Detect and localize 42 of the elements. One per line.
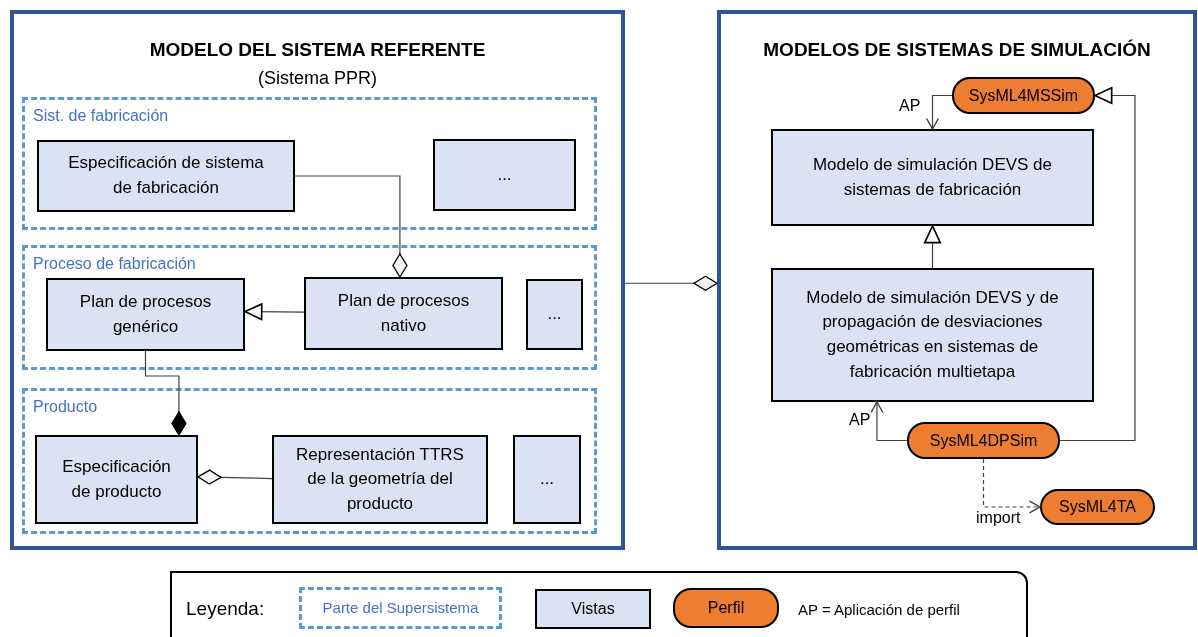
view-box: Representación TTRS de la geometría del producto (272, 435, 488, 524)
group-heading: Sist. de fabricación (33, 106, 169, 126)
view-box: Especificación de producto (35, 435, 198, 524)
dashed-group (22, 97, 597, 230)
connector (244, 303, 305, 321)
connector (870, 401, 908, 442)
profile-pill: SysML4MSSim (952, 77, 1095, 114)
view-box: Modelo de simulación DEVS y de propagación de desviaciones geométricas en sistemas de fabricación multietapa (771, 268, 1094, 402)
connector (624, 275, 718, 291)
legend-note: AP = Aplicación de perfil (798, 600, 960, 620)
panel-title: MODELOS DE SISTEMAS DE SIMULACIÓN (763, 38, 1151, 62)
view-box: Plan de procesos genérico (46, 278, 245, 351)
legend-title: Leyenda: (186, 597, 265, 621)
system-panel (717, 10, 1197, 550)
view-box: Especificación de sistema de fabricación (37, 140, 295, 212)
view-box: Plan de procesos nativo (304, 277, 503, 350)
dashed-group (22, 388, 597, 534)
dashed-arrow (982, 458, 1041, 514)
profile-pill: SysML4DPSim (907, 422, 1060, 459)
profile-pill: SysML4TA (1040, 489, 1155, 525)
connector (925, 94, 953, 130)
group-heading: Producto (33, 397, 98, 417)
connector (923, 225, 942, 269)
group-heading: Proceso de fabricación (33, 254, 196, 274)
view-box: Modelo de simulación DEVS de sistemas de fabricación (771, 129, 1094, 226)
legend-text: Vistas (571, 599, 615, 619)
view-box: ... (526, 279, 583, 350)
connector (294, 175, 408, 278)
edge-label: AP (898, 98, 922, 114)
view-box: ... (433, 139, 576, 211)
edge-label: import (975, 510, 1022, 526)
connector (1059, 86, 1136, 442)
panel-title: MODELO DEL SISTEMA REFERENTE (149, 38, 486, 62)
panel-subtitle: (Sistema PPR) (258, 66, 377, 90)
dashed-group (22, 245, 597, 370)
edge-label: AP (848, 412, 872, 428)
system-panel (10, 10, 625, 550)
connector (144, 350, 187, 436)
legend-text: Perfil (707, 598, 745, 618)
legend-text: Parte del Supersistema (322, 597, 479, 618)
view-box: ... (513, 435, 581, 524)
connector (197, 469, 273, 485)
